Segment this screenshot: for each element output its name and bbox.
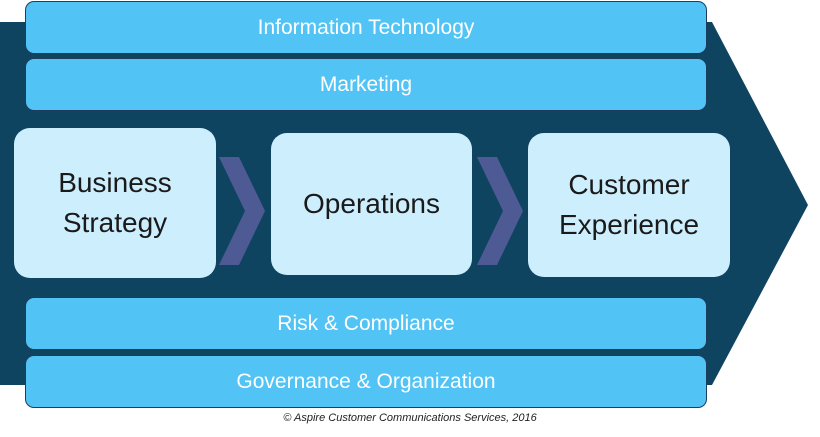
stage-label: Operations [303,188,440,219]
band-governance-organization: Governance & Organization [25,355,707,408]
stage-customer-experience: Customer Experience [528,133,730,277]
stage-label: Business Strategy [58,167,172,238]
chevron-arrow-icon [219,157,265,265]
band-label: Marketing [319,72,413,96]
stage-label: Customer Experience [558,169,700,240]
stage-business-strategy: Business Strategy [14,128,216,278]
band-risk-compliance: Risk & Compliance [25,297,707,350]
band-label: Information Technology [257,15,475,39]
band-label: Risk & Compliance [277,311,455,335]
stage-operations: Operations [271,133,472,275]
chevron-arrow-icon [477,157,523,265]
band-label: Governance & Organization [236,369,496,393]
band-marketing: Marketing [25,58,707,111]
band-information-technology: Information Technology [25,1,707,54]
copyright-notice: © Aspire Customer Communications Service… [283,412,537,424]
